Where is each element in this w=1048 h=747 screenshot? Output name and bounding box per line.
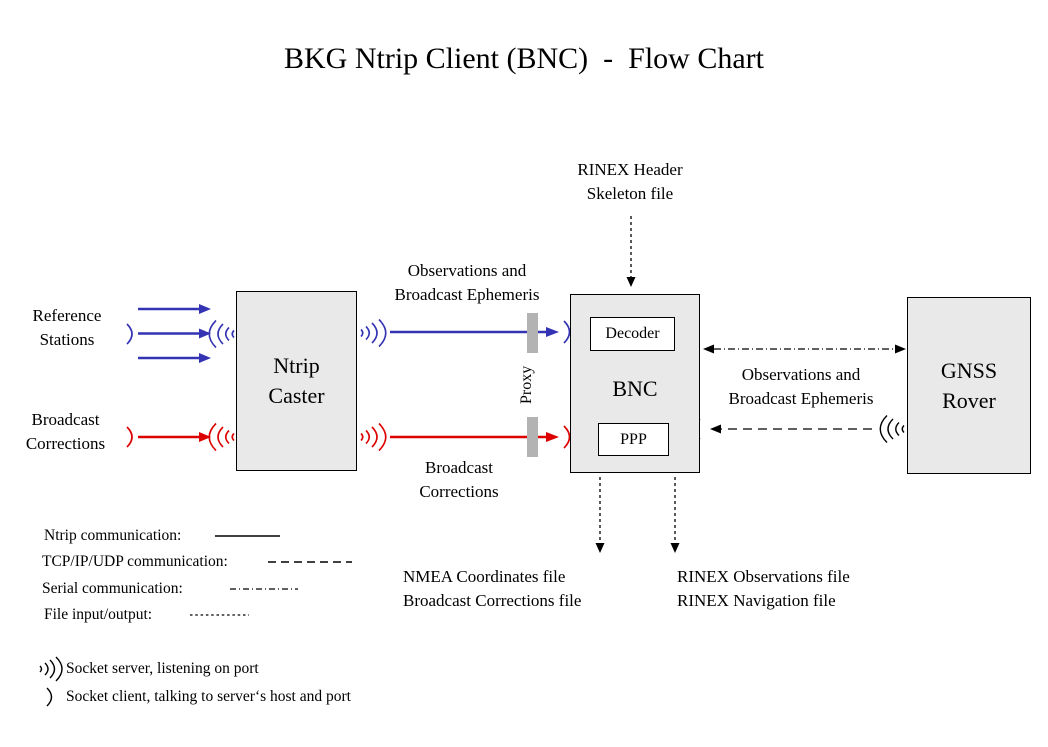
ntrip-arrow-reference-to-caster [138,304,211,363]
legend-item-ntrip: Ntrip communication: [44,527,182,544]
gnss-rover-box: GNSS Rover [907,297,1031,474]
ntrip-caster-box: Ntrip Caster [236,291,357,471]
broadcast-corrections-input-label: Broadcast Corrections [25,410,106,453]
socket-client-icon-bnc-red [563,425,571,449]
file-arrow-bnc-to-rinex [670,477,680,553]
socket-server-icon-caster-right-blue [360,318,387,348]
socket-server-icon-caster-left-red [208,422,235,452]
socket-server-icon-rover [879,415,905,443]
socket-client-icon-corrections [126,426,133,448]
bnc-label: BNC [612,376,658,401]
rinex-header-skeleton-label: RINEX Header Skeleton file [577,160,683,203]
socket-client-icon-legend [46,687,53,707]
socket-server-icon-legend [39,656,63,682]
gnss-rover-label-line2: Rover [942,387,996,413]
rinex-output-label: RINEX Observations file RINEX Navigation… [677,567,850,610]
proxy-label: Proxy [518,365,535,405]
obs-ephemeris-rover-bnc-label: Observations and Broadcast Ephemeris [728,365,874,408]
decoder-label: Decoder [605,325,660,342]
serial-arrow-bnc-rover [703,344,906,354]
ntrip-caster-label-line1: Ntrip [273,353,320,378]
ntrip-caster-label-line2: Caster [268,383,325,408]
socket-server-icon-caster-left-blue [208,319,235,349]
legend-item-file: File input/output: [44,606,153,623]
ntrip-arrow-caster-to-bnc-obs [390,327,559,337]
reference-stations-label: Reference Stations [32,306,102,349]
page-title: BKG Ntrip Client (BNC) - Flow Chart [284,42,764,75]
socket-client-icon-reference [126,323,133,345]
proxy-bar-bottom [527,417,538,457]
file-arrow-bnc-to-nmea [595,477,605,553]
nmea-output-label: NMEA Coordinates file Broadcast Correcti… [403,567,582,610]
obs-ephemeris-caster-bnc-label: Observations and Broadcast Ephemeris [394,261,540,304]
proxy-bar-top [527,313,538,353]
tcp-arrow-rover-to-bnc [710,424,872,434]
file-arrow-skeleton-to-bnc [626,216,636,287]
socket-server-legend-label: Socket server, listening on port [66,660,259,677]
socket-client-icon-bnc-blue [563,320,571,344]
socket-server-icon-caster-right-red [360,422,387,452]
ntrip-arrow-caster-to-bnc-corr [390,432,559,442]
gnss-rover-label-line1: GNSS [940,357,998,383]
legend-item-tcp: TCP/IP/UDP communication: [42,553,228,570]
ppp-label: PPP [620,430,647,448]
broadcast-corrections-caster-bnc-label: Broadcast Corrections [419,458,499,501]
legend-item-serial: Serial communication: [42,580,183,597]
ntrip-arrow-corrections-to-caster [138,432,211,442]
socket-client-legend-label: Socket client, talking to server‘s host … [66,688,351,705]
ppp-box: PPP [598,423,669,456]
decoder-box: Decoder [590,317,675,351]
